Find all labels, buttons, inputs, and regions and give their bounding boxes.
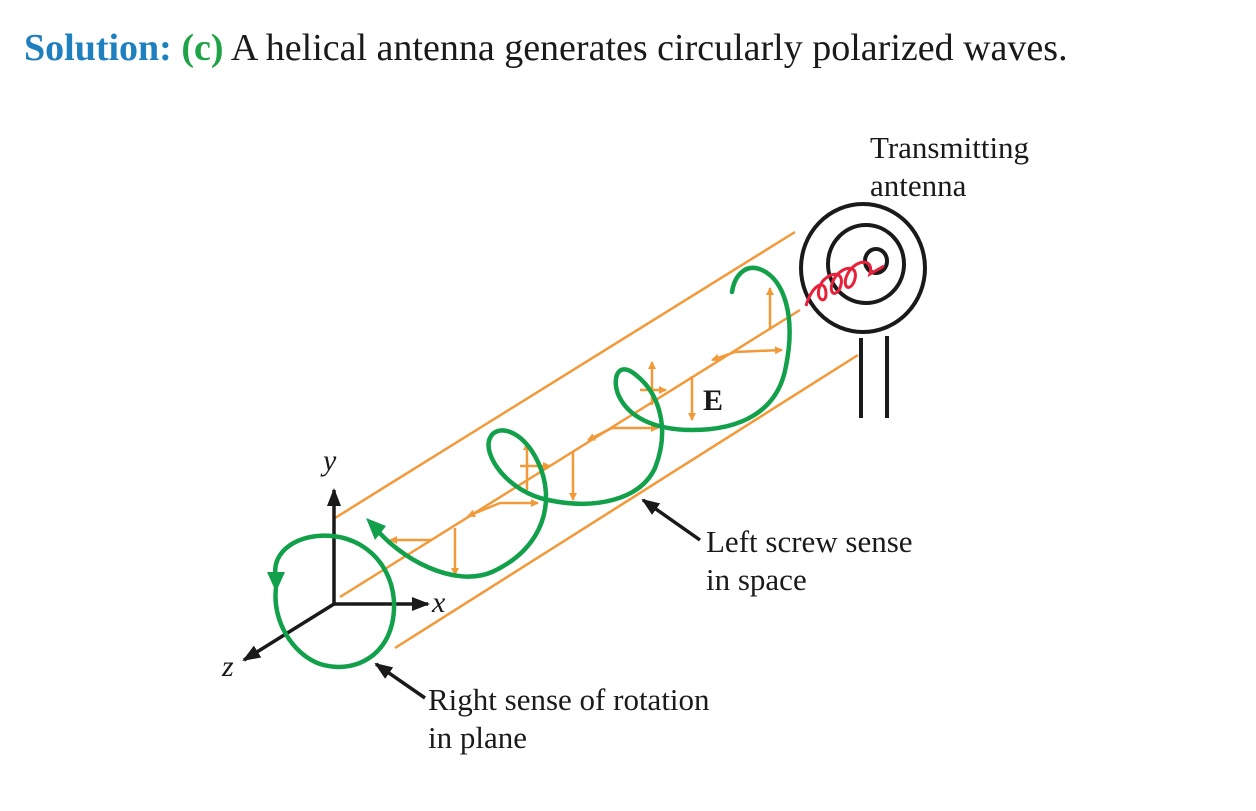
left-screw-pointer [641,498,702,542]
e-vector [587,426,613,442]
e-vector [711,350,736,362]
y-axis-label: y [320,444,337,477]
left-screw-label-line1: Left screw sense [706,524,913,559]
z-axis-label: z [221,650,234,683]
solution-label: Solution: [24,27,172,69]
transmitting-antenna [799,202,927,418]
field-label: E [703,384,723,417]
antenna-dish-icon [799,202,927,334]
right-sense-label-line1: Right sense of rotation [428,682,710,717]
antenna-stand-icon [859,336,889,418]
left-screw-label-line2: in space [706,562,807,597]
z-axis [242,602,335,662]
antenna-coil-icon [804,260,885,307]
helix-path [369,265,792,579]
antenna-label-line1: Transmitting [870,130,1029,165]
right-sense-label-line2: in plane [428,720,527,755]
helix-wave [366,265,792,579]
right-sense-pointer [374,662,426,700]
part-label: (c) [181,27,224,69]
x-axis-label: x [431,586,446,619]
e-vector [734,346,783,355]
e-vector [467,501,501,518]
helix-arrowhead-icon [366,518,386,540]
envelope-top-line [334,230,796,520]
rotation-path [273,533,397,670]
propagation-axis [339,308,801,599]
solution-heading: Solution: (c) A helical antenna generate… [24,22,1068,74]
rotation-circle [267,533,397,670]
coordinate-axes [242,488,430,662]
solution-text: A helical antenna generates circularly p… [230,27,1068,69]
rotation-arrowhead-icon [267,572,285,592]
antenna-label-line2: antenna [870,168,967,203]
wave-envelope [334,230,859,650]
envelope-bottom-line [394,353,859,650]
field-vectors [389,287,783,576]
